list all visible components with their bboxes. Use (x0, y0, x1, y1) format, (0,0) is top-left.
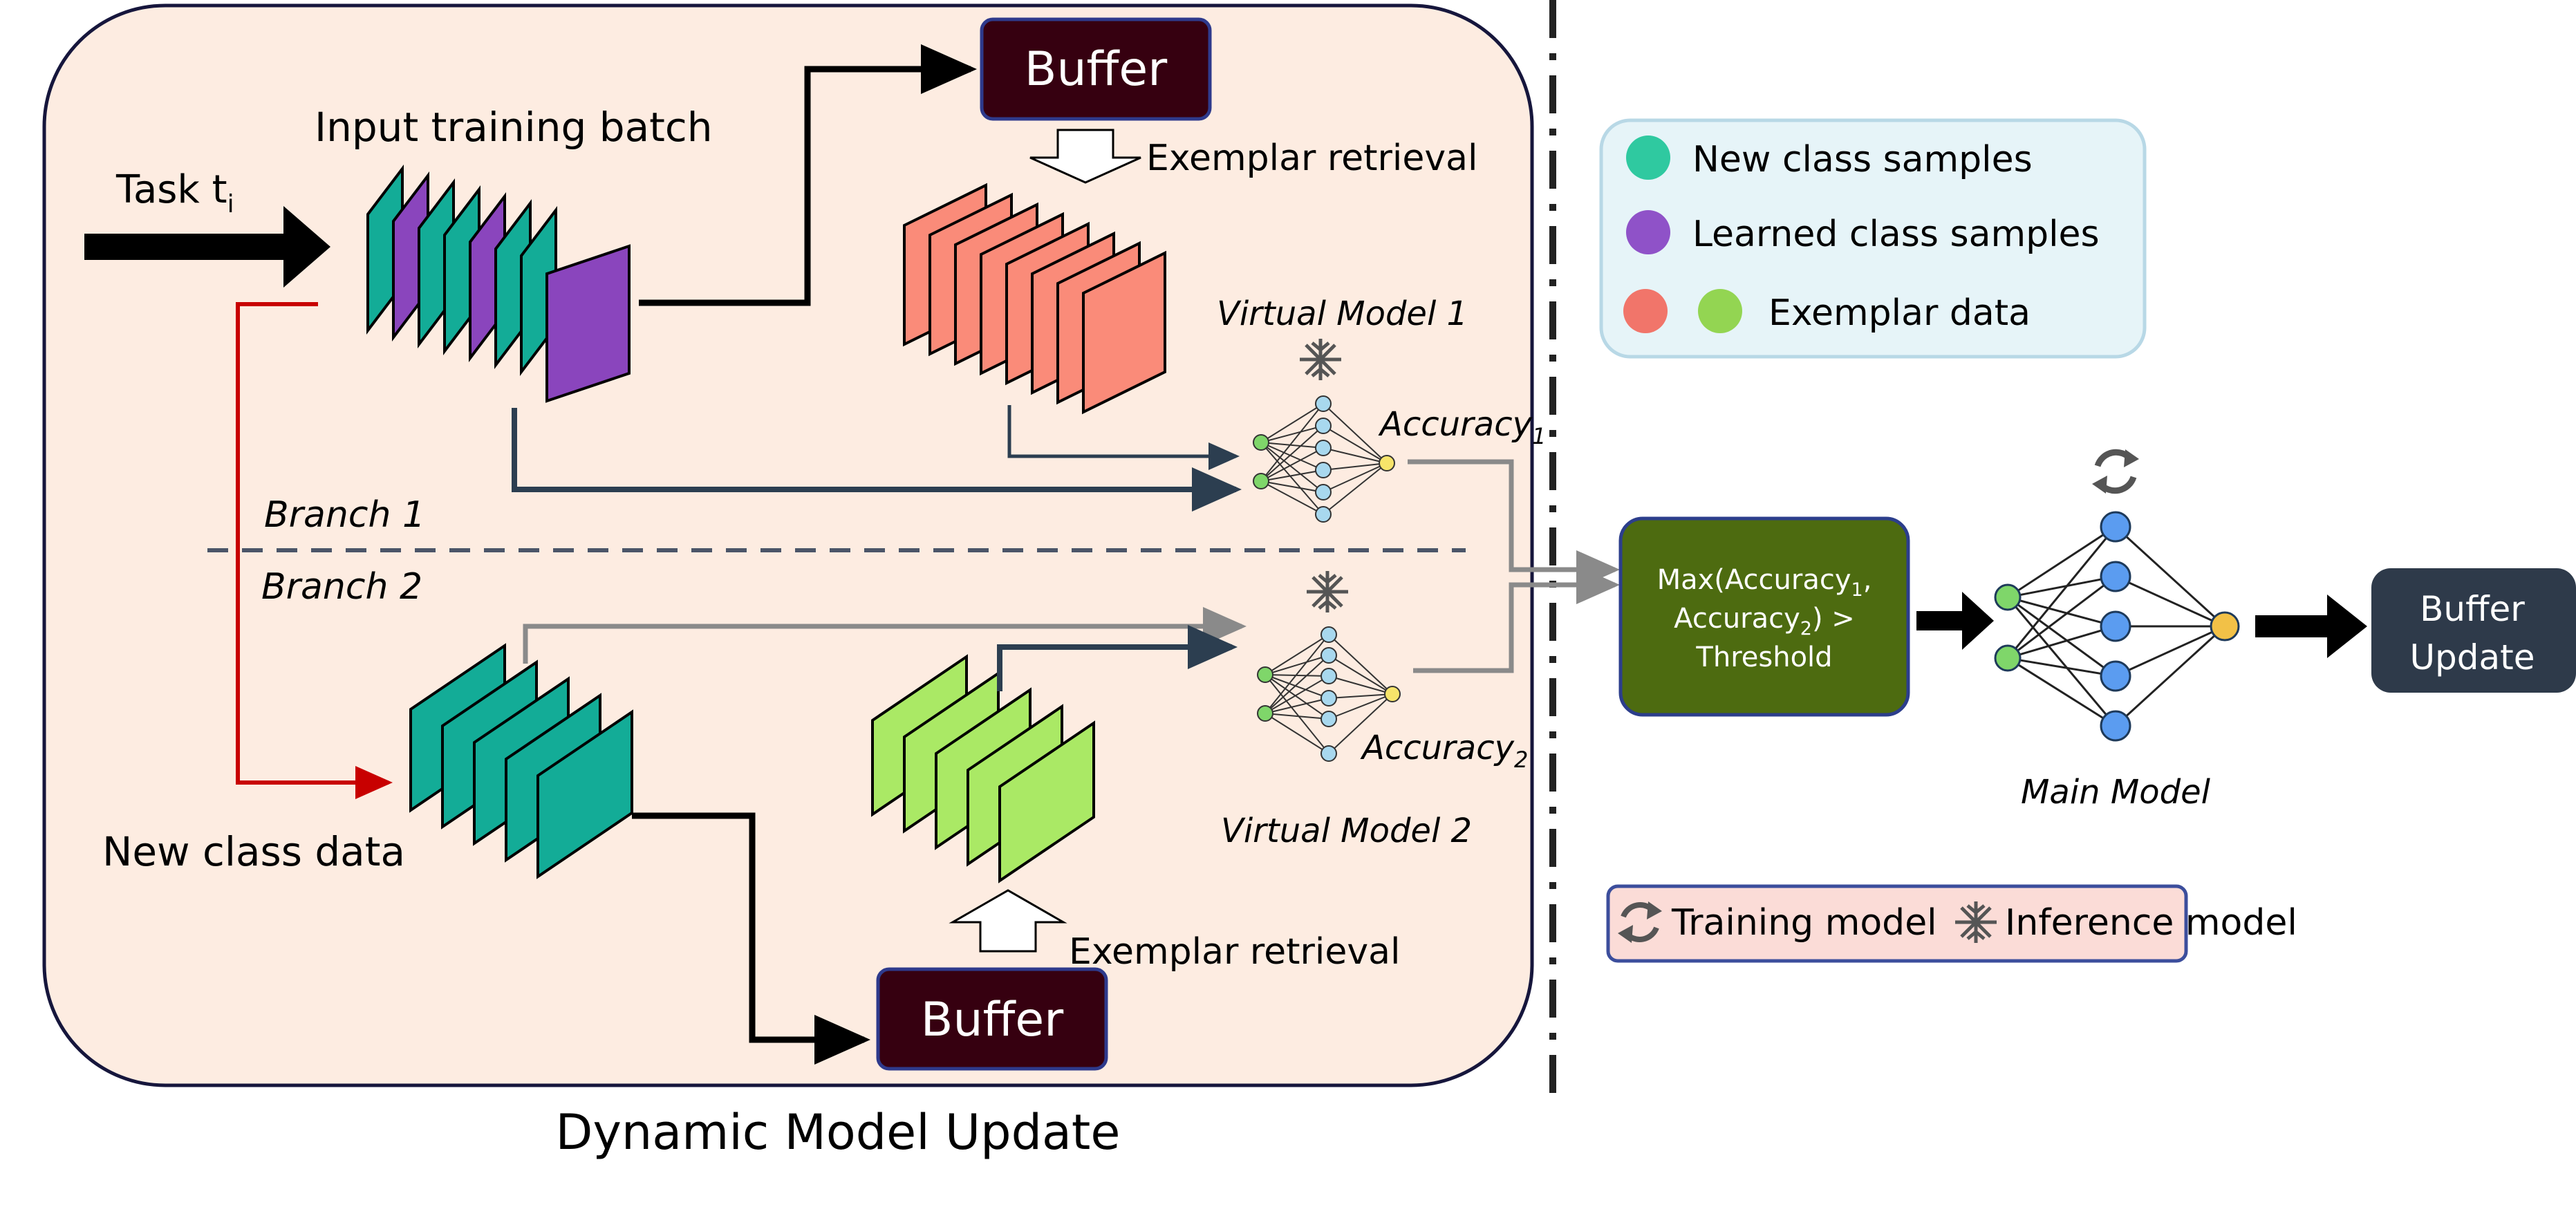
new-class-batch (409, 643, 633, 879)
batch-to-buffer-arrow (639, 44, 977, 306)
batch-to-vm1-arrow (512, 408, 1242, 512)
exemplar-retrieval-arrow-bottom (949, 889, 1067, 953)
exemplar-to-vm2-arrow (997, 625, 1238, 691)
refresh-icon (1618, 901, 1662, 943)
input-batch-title: Input training batch (315, 104, 713, 151)
new-class-swatch (1626, 135, 1670, 180)
decision-box (1618, 516, 1910, 717)
virtual-model-2-network (1257, 626, 1401, 762)
virtual-model-1-label: Virtual Model 1 (1217, 294, 1468, 333)
buffer-top-label: Buffer (1025, 42, 1167, 97)
legend-learned-class: Learned class samples (1692, 214, 2100, 255)
legend-inference-model: Inference model (2005, 902, 2297, 944)
branch-1-label: Branch 1 (264, 494, 425, 536)
exemplar-card (998, 720, 1095, 883)
branch-2-label: Branch 2 (261, 566, 422, 608)
exemplar-retrieval-bottom-label: Exemplar retrieval (1069, 931, 1400, 973)
accuracy-2-arrow (1413, 565, 1620, 673)
task-arrow (84, 206, 330, 288)
buffer-update-box (2371, 568, 2576, 693)
legend-training-model: Training model (1671, 902, 1937, 944)
main-model-network (1994, 511, 2240, 742)
model-legend (1606, 884, 2188, 963)
exemplar-retrieval-top-label: Exemplar retrieval (1146, 138, 1477, 179)
decision-to-main-arrow (1916, 592, 1994, 650)
main-to-buffer-update-arrow (2255, 595, 2367, 658)
exemplar-retrieval-arrow-top (1029, 129, 1141, 184)
panel-caption: Dynamic Model Update (556, 1104, 1121, 1161)
accuracy-1-arrow (1408, 459, 1620, 589)
exemplar-to-vm1-arrow (1007, 405, 1240, 470)
new-class-to-vm2-arrow (523, 607, 1247, 664)
decision-line-2: Accuracy2) > (1674, 603, 1855, 639)
main-model-label: Main Model (2021, 773, 2211, 812)
virtual-model-2-label: Virtual Model 2 (1221, 812, 1472, 850)
new-class-data-label: New class data (102, 828, 405, 875)
legend-new-class: New class samples (1692, 139, 2033, 180)
decision-line-3: Threshold (1695, 642, 1832, 673)
accuracy-1-label: Accuracy1 (1378, 405, 1546, 449)
learned-class-swatch (1626, 210, 1670, 254)
batch-card (545, 244, 631, 403)
buffer-bottom (876, 967, 1108, 1071)
buffer-update-line-1: Buffer (2420, 589, 2525, 629)
exemplar-salmon-swatch (1623, 289, 1668, 333)
buffer-top (980, 17, 1212, 121)
buffer-update-line-2: Update (2409, 637, 2535, 677)
input-training-batch (366, 165, 631, 403)
new-class-to-buffer-arrow (632, 812, 870, 1065)
exemplar-card (1082, 250, 1166, 415)
accuracy-2-label: Accuracy2 (1360, 729, 1528, 773)
branch-2-arrow (236, 302, 393, 799)
virtual-model-1-network (1253, 395, 1395, 523)
legend-exemplar: Exemplar data (1768, 292, 2031, 334)
buffer-bottom-label: Buffer (921, 993, 1063, 1047)
exemplar-batch-bottom (871, 654, 1095, 883)
decision-line-1: Max(Accuracy1, (1657, 564, 1872, 601)
snowflake-icon (1955, 901, 1997, 943)
task-label: Task ti (115, 167, 234, 218)
refresh-icon (2092, 449, 2139, 494)
exemplar-batch-top (903, 183, 1166, 415)
snowflake-icon (1307, 571, 1348, 612)
exemplar-green-swatch (1698, 289, 1742, 333)
snowflake-icon (1300, 339, 1341, 380)
